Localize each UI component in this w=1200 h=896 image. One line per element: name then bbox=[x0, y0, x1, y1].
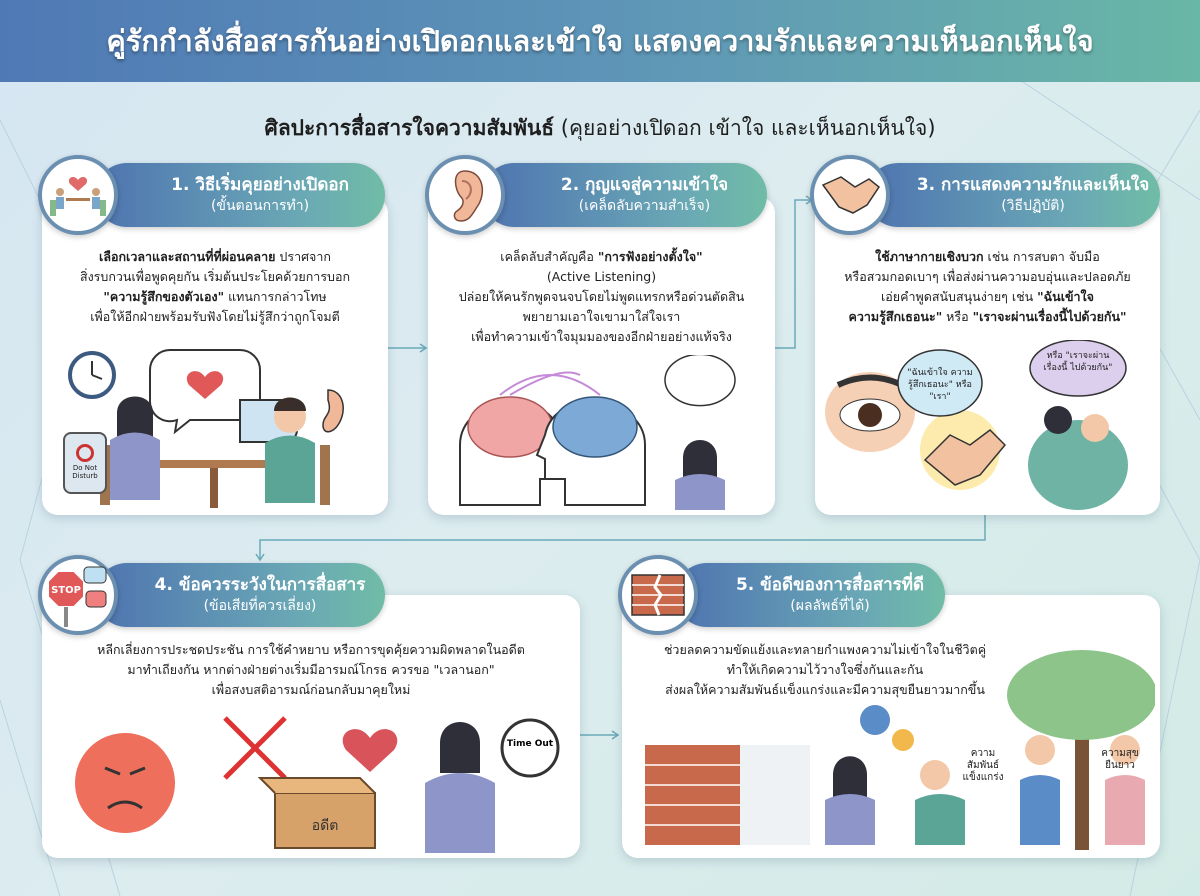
card-5-text: ช่วยลดความขัดแย้งและทลายกำแพงความไม่เข้า… bbox=[630, 640, 1020, 700]
card-2-subtitle: (เคล็ดลับความสำเร็จ) bbox=[578, 198, 711, 214]
brains-listening-illustration bbox=[459, 355, 736, 510]
timer-label: Time Out bbox=[507, 739, 554, 749]
speech-bubble-2: หรือ "เราจะผ่านเรื่องนี้ ไปด้วยกัน" bbox=[1043, 351, 1113, 373]
stop-sign-icon: STOP bbox=[38, 555, 118, 635]
arrow-3-4 bbox=[259, 515, 986, 560]
card-3-text: ใช้ภาษากายเชิงบวก เช่น การสบตา จับมือ หร… bbox=[825, 247, 1150, 327]
page-subtitle: ศิลปะการสื่อสารใจความสัมพันธ์ (คุยอย่างเ… bbox=[0, 112, 1200, 145]
text-line: หลีกเลี่ยงการประชดประชัน การใช้คำหยาบ หร… bbox=[97, 642, 525, 657]
card-5-header: 5. ข้อดีของการสื่อสารที่ดี (ผลลัพธ์ที่ได… bbox=[675, 563, 945, 627]
header-banner: คู่รักกำลังสื่อสารกันอย่างเปิดอกและเข้าใ… bbox=[0, 0, 1200, 82]
card-2-header: 2. กุญแจสู่ความเข้าใจ (เคล็ดลับความสำเร็… bbox=[482, 163, 767, 227]
card-3-title: 3. การแสดงความรักและเห็นใจ bbox=[916, 175, 1150, 195]
text-line: ทำให้เกิดความไว้วางใจซึ่งกันและกัน bbox=[726, 662, 924, 677]
text-line: ปล่อยให้คนรักพูดจนจบโดยไม่พูดแทรกหรือด่ว… bbox=[458, 289, 745, 304]
sign-text: Do Not Disturb bbox=[72, 464, 98, 480]
do-not-disturb-sign: Do Not Disturb bbox=[63, 432, 107, 494]
text-line: เพื่อทำความเข้าใจมุมมองของอีกฝ่ายอย่างแท… bbox=[471, 329, 732, 344]
text-line: เพื่อให้อีกฝ่ายพร้อมรับฟังโดยไม่รู้สึกว่… bbox=[90, 309, 340, 324]
cracked-wall-icon bbox=[618, 555, 698, 635]
tree-label-right: ความสุข ยืนยาว bbox=[1101, 748, 1139, 771]
tree-icon bbox=[1007, 650, 1155, 850]
tree-label-left: ความสัมพันธ์ แข็งแกร่ง bbox=[962, 748, 1004, 783]
card-1-text: เลือกเวลาและสถานที่ที่ผ่อนคลาย ปราศจาก ส… bbox=[52, 247, 378, 327]
card-3-subtitle: (วิธีปฏิบัติ) bbox=[1001, 198, 1065, 214]
card-4-text: หลีกเลี่ยงการประชดประชัน การใช้คำหยาบ หร… bbox=[52, 640, 570, 700]
text-line: ส่งผลให้ความสัมพันธ์แข็งแกร่งและมีความสุ… bbox=[665, 682, 985, 697]
stop-text: STOP bbox=[51, 585, 81, 596]
subtitle-rest: (คุยอย่างเปิดอก เข้าใจ และเห็นอกเห็นใจ) bbox=[554, 116, 936, 140]
gear-icon bbox=[860, 705, 890, 735]
arrow-2-3 bbox=[775, 199, 812, 349]
cautions-illustration: อดีต Time Out bbox=[75, 716, 560, 853]
subtitle-bold: ศิลปะการสื่อสารใจความสัมพันธ์ bbox=[264, 116, 555, 140]
stopwatch-icon bbox=[500, 718, 560, 778]
text-bold: "ความรู้สึกของตัวเอง" bbox=[103, 289, 225, 304]
ear-icon bbox=[322, 389, 344, 433]
text-line: ช่วยลดความขัดแย้งและทลายกำแพงความไม่เข้า… bbox=[663, 642, 987, 657]
crossed-hands-icon bbox=[223, 716, 287, 780]
card-4-subtitle: (ข้อเสียที่ควรเลี่ยง) bbox=[203, 598, 317, 614]
card-5-title: 5. ข้อดีของการสื่อสารที่ดี bbox=[735, 575, 925, 595]
card-1-title: 1. วิธีเริ่มคุยอย่างเปิดอก bbox=[171, 175, 349, 195]
couple-at-table-icon bbox=[38, 155, 118, 235]
text-line: สิ่งรบกวนเพื่อพูดคุยกัน เริ่มต้นประโยคด้… bbox=[79, 269, 351, 284]
benefits-illustration bbox=[645, 650, 1155, 850]
text-line: (Active Listening) bbox=[546, 269, 657, 284]
card-4-title: 4. ข้อควรระวังในการสื่อสาร bbox=[154, 575, 366, 595]
hug-eye-hands-illustration bbox=[825, 340, 1128, 510]
ear-icon bbox=[425, 155, 505, 235]
card-2-title: 2. กุญแจสู่ความเข้าใจ bbox=[560, 175, 729, 195]
text-line: หรือสวมกอดเบาๆ เพื่อส่งผ่านความอบอุ่นและ… bbox=[844, 269, 1131, 284]
text-line: พยายามเอาใจเขามาใส่ใจเรา bbox=[522, 309, 681, 324]
card-3-header: 3. การแสดงความรักและเห็นใจ (วิธีปฏิบัติ) bbox=[866, 163, 1160, 227]
text-bold: เลือกเวลาและสถานที่ที่ผ่อนคลาย bbox=[99, 249, 276, 264]
text-line: มาทำเถียงกัน หากต่างฝ่ายต่างเริ่มมีอารมณ… bbox=[127, 662, 495, 677]
box-label: อดีต bbox=[312, 818, 339, 834]
speech-bubble-1: "ฉันเข้าใจ ความรู้สึกเธอนะ" หรือ "เรา" bbox=[907, 368, 973, 402]
card-2-text: เคล็ดลับสำคัญคือ "การฟังอย่างตั้งใจ" (Ac… bbox=[438, 247, 765, 347]
prohibited-icon bbox=[76, 444, 94, 462]
couple-talking-illustration bbox=[68, 349, 344, 508]
card-1-subtitle: (ขั้นตอนการทำ) bbox=[210, 198, 310, 214]
card-1-header: 1. วิธีเริ่มคุยอย่างเปิดอก (ขั้นตอนการทำ… bbox=[95, 163, 385, 227]
page-title: คู่รักกำลังสื่อสารกันอย่างเปิดอกและเข้าใ… bbox=[106, 24, 1094, 58]
gear-icon bbox=[892, 729, 914, 751]
angry-face-icon bbox=[75, 733, 175, 833]
handshake-icon bbox=[810, 155, 890, 235]
broken-heart-icon bbox=[342, 729, 398, 772]
card-5-subtitle: (ผลลัพธ์ที่ได้) bbox=[790, 598, 870, 614]
text-line: เพื่อสงบสติอารมณ์ก่อนกลับมาคุยใหม่ bbox=[211, 682, 411, 697]
card-4-header: 4. ข้อควรระวังในการสื่อสาร (ข้อเสียที่คว… bbox=[95, 563, 385, 627]
breaking-wall-icon bbox=[645, 745, 810, 845]
